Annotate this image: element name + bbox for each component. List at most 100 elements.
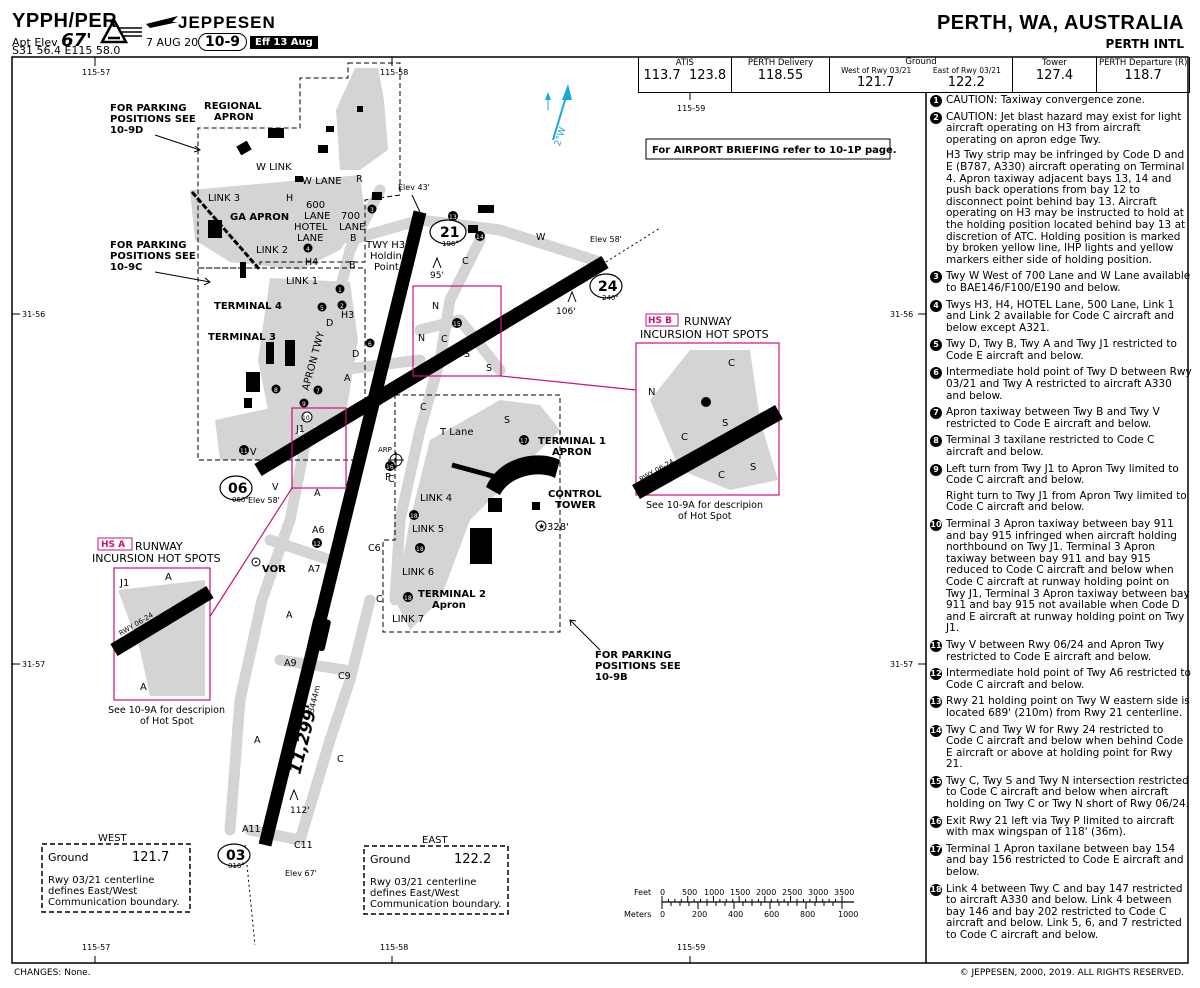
chart-frame [11, 56, 1189, 964]
twy-label-p: P [385, 472, 391, 483]
taxiway-letters: R H B B H4 H3 D D A J1 V V W C C C C C C… [242, 174, 546, 851]
svg-text:060°: 060° [232, 496, 249, 504]
link-2-label: LINK 2 [256, 245, 288, 256]
lon-label-top-1: 115-57 [82, 68, 110, 77]
grid-labels: 115-57 115-58 115-59 115-57 115-58 115-5… [22, 68, 913, 952]
chart-date: 7 AUG 20 [146, 36, 199, 49]
hot-spot-a-inset: J1 A A RWY 06-24 HS A RUNWAY INCURSION H… [92, 537, 225, 727]
terminal-1-building [486, 455, 560, 495]
svg-text:1000: 1000 [704, 888, 724, 897]
svg-text:0: 0 [660, 910, 665, 919]
link-1-label: LINK 1 [286, 276, 318, 287]
twy-label-s3: S [504, 415, 510, 426]
map-marker-18b: 18 [415, 543, 425, 553]
parking-9d-line3: 10-9D [110, 125, 143, 136]
map-marker-6: 6 [365, 338, 375, 348]
svg-text:06: 06 [228, 481, 247, 497]
ga-apron-label: GA APRON [230, 212, 289, 223]
map-marker-4: 4 [303, 243, 313, 253]
rwy-24-elevation: Elev 58' [590, 235, 622, 244]
twy-label-a2: A [314, 488, 321, 499]
svg-text:016°: 016° [228, 862, 245, 870]
frequency-table: ATIS 113.7 123.8 PERTH Delivery 118.55 G… [638, 57, 1190, 93]
twy-label-b1: B [350, 233, 357, 244]
regional-apron-line2: APRON [214, 112, 254, 123]
svg-text:3000: 3000 [808, 888, 828, 897]
note-number-badge: 4 [930, 299, 942, 312]
note-text: Twy C and Twy W for Rwy 24 restricted to… [946, 723, 1184, 771]
twy-label-c6-exit: C6 [368, 543, 381, 554]
note-text: Link 4 between Twy C and bay 147 restric… [946, 882, 1183, 941]
note-number-badge: 11 [930, 639, 942, 652]
arp-label: ARP [378, 446, 392, 454]
hot-spot-outlines [208, 285, 637, 619]
taxiway-c-south-path [294, 594, 376, 846]
taxiway-a-path [224, 184, 386, 836]
runway-06-label: 06 060° Elev 58' [219, 475, 280, 505]
regional-apron-area [336, 68, 388, 170]
map-marker-11: 11 [239, 445, 249, 455]
scale-feet-label: Feet [634, 888, 651, 897]
magnetic-north-arrow-icon: 2°W [545, 84, 572, 147]
hot-spot-a-area [291, 407, 347, 489]
twy-label-d2: D [352, 349, 359, 360]
runway-06-24 [254, 255, 609, 477]
svg-text:2000: 2000 [756, 888, 776, 897]
map-marker-10: 10 [301, 411, 313, 423]
note-number-badge: 17 [930, 843, 942, 856]
terminal-3-label: TERMINAL 3 [208, 332, 276, 343]
lon-label-bottom-2: 115-58 [380, 943, 408, 952]
effective-date: Eff 13 Aug [250, 36, 318, 49]
airport-elevation: Apt Elev 67' [12, 30, 92, 51]
h3-holding-line1: TWY H3 [365, 240, 405, 251]
twy-label-c4: C [388, 474, 395, 485]
twy-label-d1: D [326, 318, 333, 329]
lane-600-line1: 600 [306, 200, 325, 211]
taxiway-a11-path [244, 824, 306, 846]
runway-03-21-turnpad [307, 616, 331, 652]
note-text: CAUTION: Taxiway convergence zone. [946, 94, 1145, 106]
hot-spot-a-connector [208, 487, 293, 619]
taxiway-b-path [344, 214, 426, 246]
rwy-06-elevation: Elev 58' [248, 496, 280, 505]
hs-a-caption-line2: of Hot Spot [140, 716, 194, 727]
terminal-1-line2: APRON [552, 447, 592, 458]
svg-text:3500: 3500 [834, 888, 854, 897]
rwy-21-threshold-marker [411, 194, 421, 213]
map-marker-17: 17 [519, 435, 529, 445]
comm-east-title: EAST [422, 835, 449, 846]
map-marker-3: 3 [367, 204, 377, 214]
taxiway-a6-path [264, 534, 336, 566]
note-text: Terminal 1 Apron taxilane between bay 15… [946, 842, 1184, 879]
lane-600-line2: LANE [304, 211, 330, 222]
papi-95: 95' [430, 271, 444, 281]
svg-text:17: 17 [520, 438, 528, 445]
hs-a-title-line2: INCURSION HOT SPOTS [92, 552, 221, 565]
scale-feet-values: 0 500 1000 1500 2000 2500 3000 3500 [660, 888, 854, 897]
lat-label-left-1: 31-56 [22, 310, 45, 319]
twy-label-s2: S [486, 363, 492, 374]
note-text: CAUTION: Jet blast hazard may exist for … [946, 110, 1182, 146]
comm-west-label: Ground [48, 851, 88, 864]
note-number-badge: 12 [930, 668, 942, 681]
svg-text:11: 11 [240, 448, 248, 455]
svg-text:7096': 7096' [486, 295, 541, 339]
note-number-badge: 8 [930, 435, 942, 448]
comm-east-text-2: defines East/West [370, 888, 459, 899]
note-number-badge: 13 [930, 696, 942, 709]
jeppesen-logo-icon [100, 18, 142, 44]
note-text: Intermediate hold point of Twy D between… [946, 366, 1192, 402]
map-marker-12: 12 [312, 538, 322, 548]
svg-text:10: 10 [302, 415, 310, 422]
twy-label-h3: H3 [341, 310, 354, 321]
runway-03-21 [258, 210, 427, 847]
papi-112: 112' [290, 806, 310, 816]
map-marker-13: 13 [448, 211, 458, 221]
map-marker-16: 16 [385, 461, 395, 471]
grid-ticks [12, 57, 926, 963]
twy-label-c11: C11 [294, 840, 313, 851]
